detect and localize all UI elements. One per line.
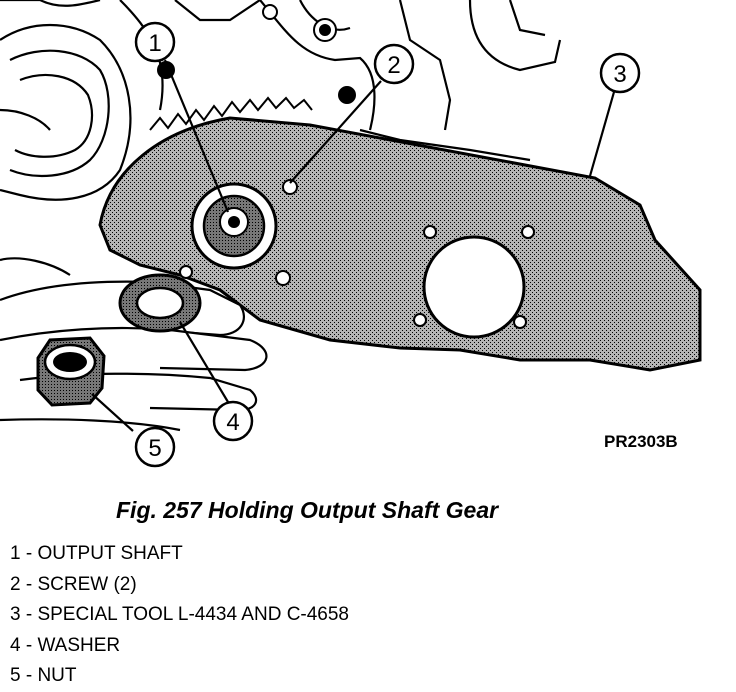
callout-4: 4 [212, 400, 254, 442]
callout-2-number: 2 [387, 52, 400, 79]
output-gear-teeth [149, 96, 313, 131]
callout-3-number: 3 [613, 61, 626, 88]
legend-item-2: 2 - SCREW (2) [10, 573, 137, 595]
legend-item-1: 1 - OUTPUT SHAFT [10, 543, 183, 564]
figure-caption: Fig. 257 Holding Output Shaft Gear [116, 497, 499, 523]
washer [118, 273, 202, 333]
callout-5-number: 5 [148, 435, 161, 462]
callout-2: 2 [373, 43, 415, 85]
illustration-drawing: 1 2 3 4 5 [0, 0, 702, 468]
figure-code: PR2303B [604, 432, 678, 451]
legend-item-3: 3 - SPECIAL TOOL L-4434 AND C-4658 [10, 604, 350, 625]
transmission-housing [0, 0, 562, 201]
nut [36, 336, 106, 407]
callout-1-number: 1 [148, 30, 161, 57]
callout-4-number: 4 [226, 409, 239, 436]
housing-bolts [157, 4, 356, 104]
parts-legend: 1 - OUTPUT SHAFT 2 - SCREW (2) 3 - SPECI… [10, 539, 349, 692]
callout-3: 3 [599, 52, 641, 94]
callout-1: 1 [134, 21, 176, 63]
illustration: 1 2 3 4 5 [0, 0, 702, 468]
callout-5: 5 [134, 426, 176, 468]
legend-item-4: 4 - WASHER [10, 634, 121, 656]
leader-lines [91, 59, 616, 432]
legend-item-5: 5 - NUT [10, 665, 77, 686]
special-tool-plate [98, 116, 702, 372]
